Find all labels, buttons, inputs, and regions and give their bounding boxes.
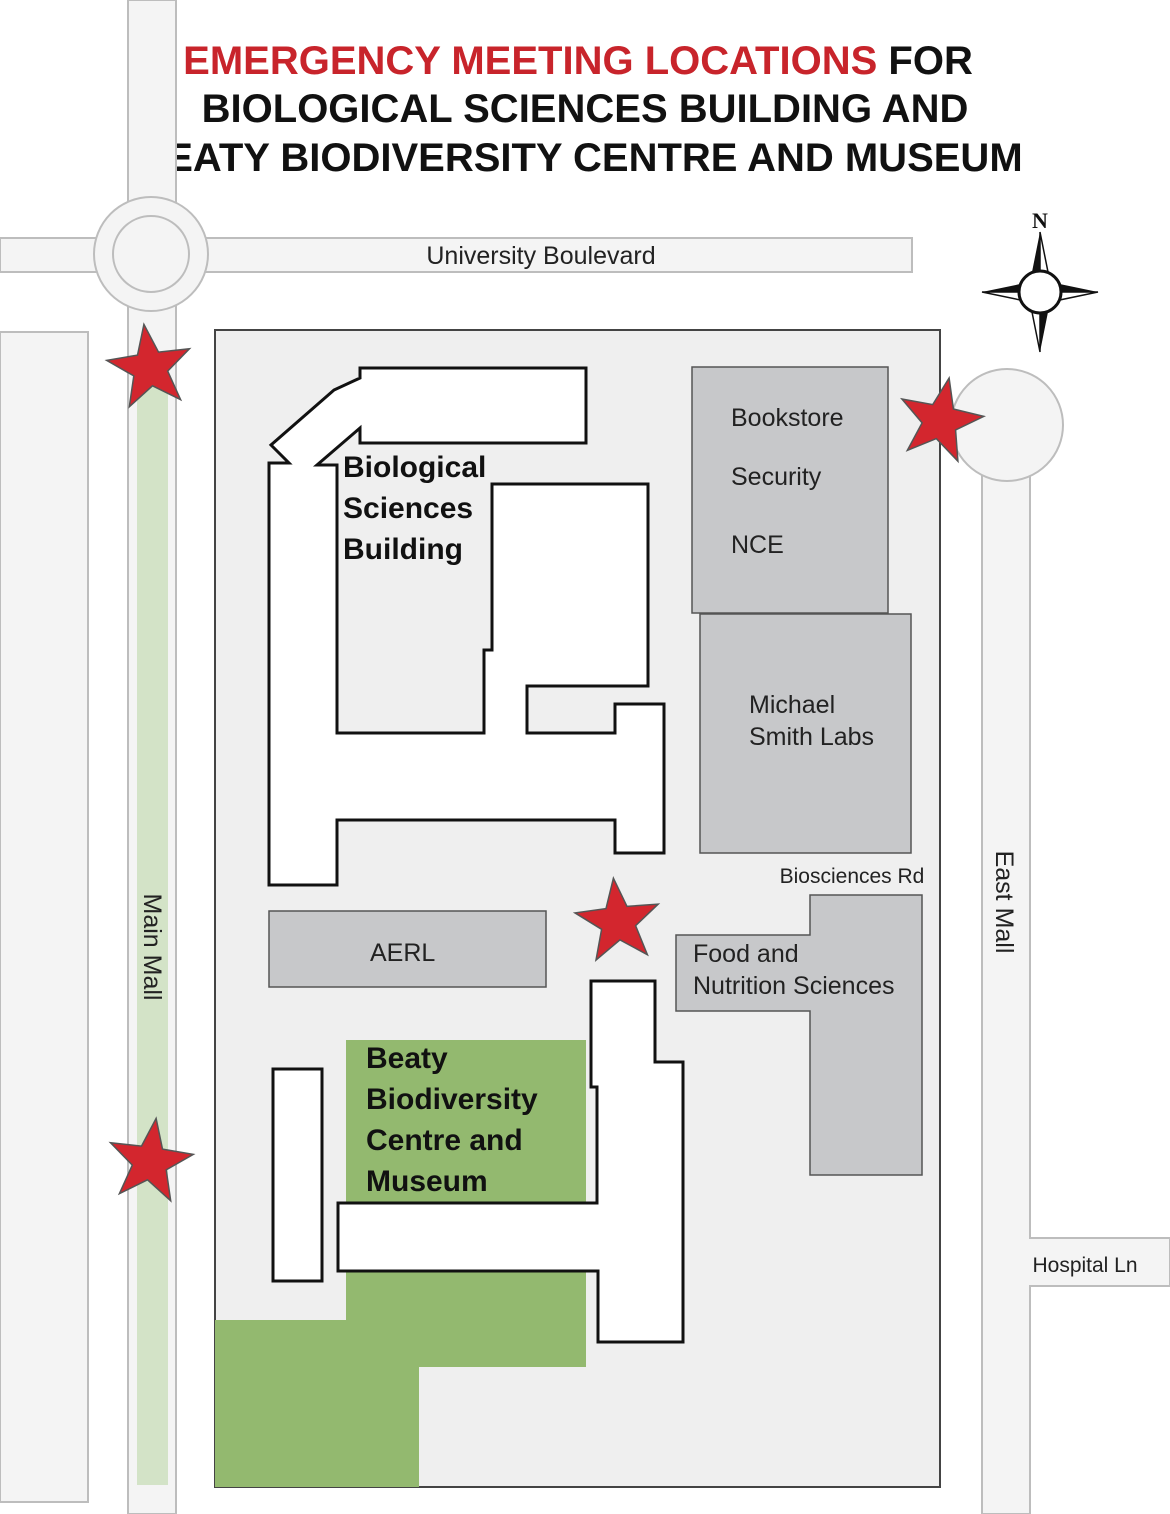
aerl-building (268, 910, 547, 988)
compass-north-label: N (1032, 208, 1048, 233)
title-line-1-rest: FOR (877, 39, 973, 83)
compass-icon (981, 231, 1099, 353)
beaty-biodiversity-building (336, 979, 685, 1344)
left-edge-block (0, 331, 89, 1503)
beaty-label: Beaty Biodiversity Centre and Museum (366, 1042, 546, 1198)
hospital-lane-road (1029, 1237, 1170, 1287)
east-mall-road (981, 424, 1031, 1514)
bio-sciences-label: Biological Sciences Building (343, 451, 495, 566)
meeting-point-star-icon (108, 1116, 196, 1203)
meeting-points (104, 322, 987, 1203)
meeting-point-star-icon (899, 375, 987, 464)
nce-label: NCE (731, 531, 784, 559)
meeting-point-star-icon (572, 875, 661, 963)
aerl-label: AERL (370, 939, 435, 967)
bookstore-label: Bookstore (731, 404, 844, 432)
food-nutrition-label: Food and Nutrition Sciences (693, 940, 894, 1000)
small-white-building (271, 1067, 324, 1283)
biological-sciences-building (267, 366, 666, 887)
hospital-ln-label: Hospital Ln (1032, 1254, 1137, 1277)
title-line-3: BEATY BIODIVERSITY CENTRE AND MUSEUM (137, 136, 1022, 180)
university-boulevard-label: University Boulevard (426, 242, 655, 270)
title-highlight: EMERGENCY MEETING LOCATIONS (183, 39, 877, 83)
main-mall-label: Main Mall (138, 894, 166, 1001)
meeting-point-star-icon (104, 322, 192, 409)
biosciences-rd-label: Biosciences Rd (780, 865, 925, 888)
bookstore-building (691, 366, 889, 614)
east-mall-label: East Mall (990, 851, 1018, 954)
main-mall-green-strip (137, 385, 168, 1485)
food-nutrition-building (675, 894, 923, 1176)
security-label: Security (731, 463, 822, 491)
michael-smith-label: Michael Smith Labs (749, 691, 874, 751)
michael-smith-labs-building (699, 613, 912, 854)
title-line-1: EMERGENCY MEETING LOCATIONS FOR (183, 39, 973, 83)
roundabout-island (112, 215, 190, 293)
title-line-2: BIOLOGICAL SCIENCES BUILDING AND (202, 87, 969, 131)
